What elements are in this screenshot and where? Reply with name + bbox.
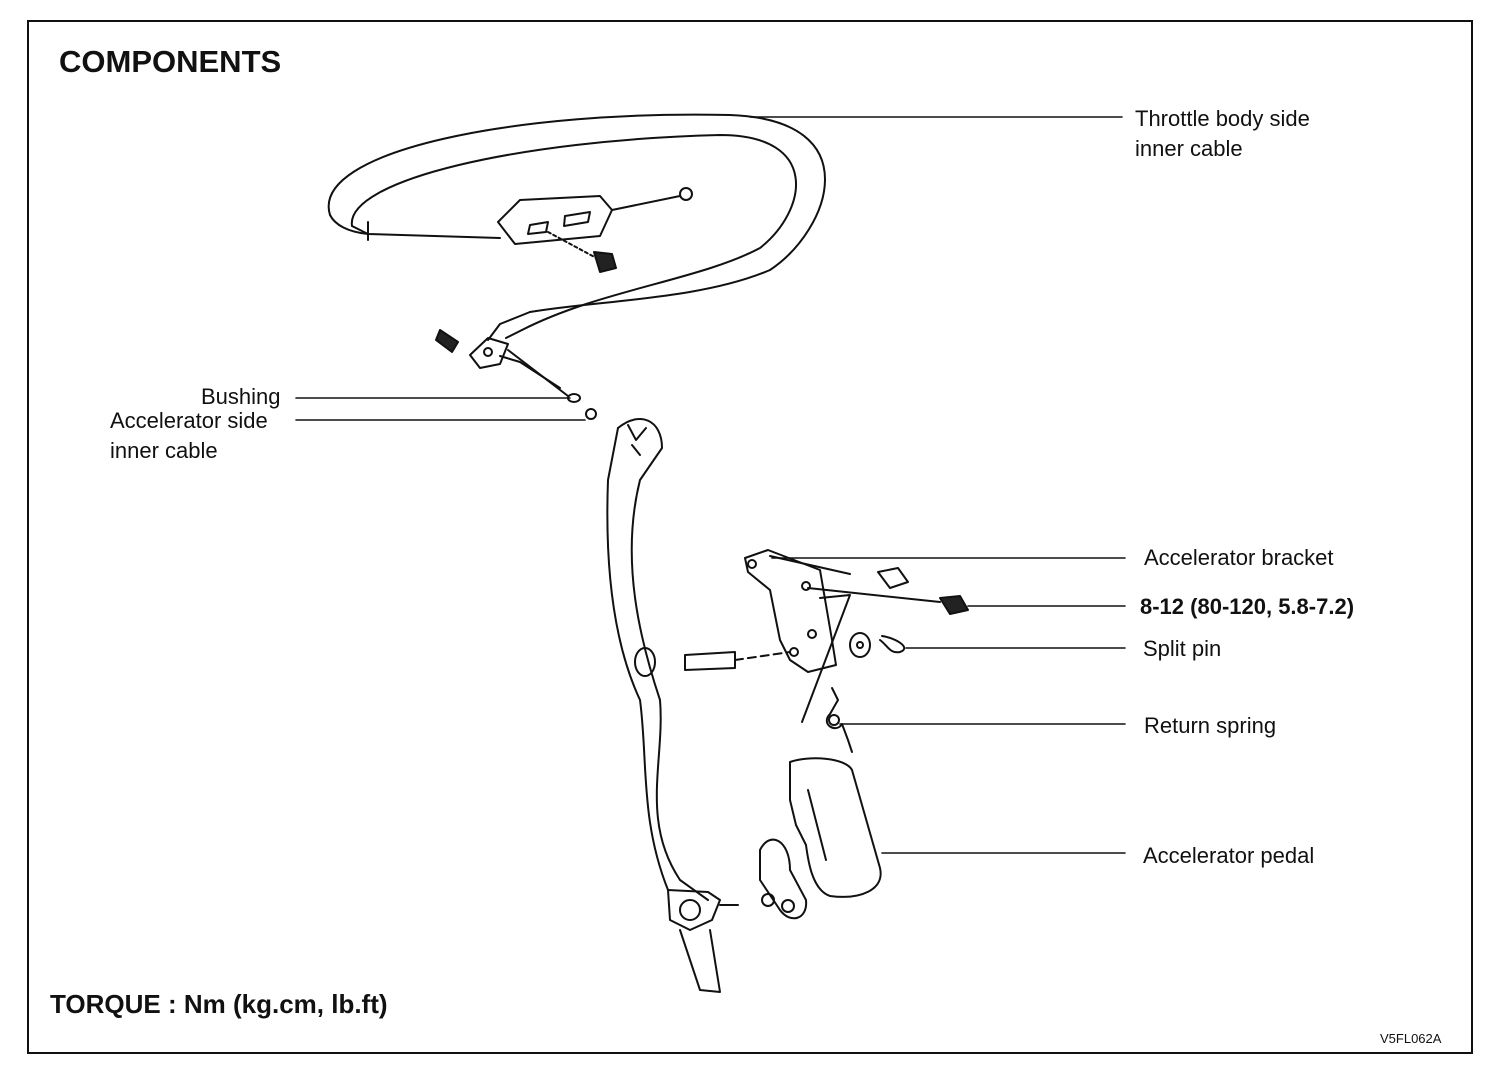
diagram-frame (27, 20, 1473, 1054)
pedal-clip (759, 838, 808, 920)
bracket-hardware (849, 567, 969, 658)
leader-lines (295, 116, 1126, 854)
cable-clamp (497, 187, 693, 273)
label-throttle-body-side-inner-cable-2: inner cable (1135, 136, 1243, 161)
return-spring-part (825, 687, 853, 753)
pedal-arm (606, 417, 739, 993)
figure-code: V5FL062A (1380, 1031, 1442, 1046)
label-accelerator-pedal: Accelerator pedal (1143, 843, 1315, 868)
cable-end-fitting (435, 329, 597, 420)
label-accelerator-bracket: Accelerator bracket (1144, 545, 1334, 570)
accelerator-pedal-pad (789, 757, 882, 898)
accelerator-bracket (744, 549, 941, 723)
label-return-spring: Return spring (1144, 713, 1277, 738)
pivot-shaft (684, 651, 791, 671)
page-title: COMPONENTS (59, 44, 282, 79)
label-torque-spec: 8-12 (80-120, 5.8-7.2) (1140, 594, 1355, 619)
label-bushing: Bushing (201, 384, 281, 409)
label-accelerator-side-inner-cable-2: inner cable (110, 438, 218, 463)
torque-units-note: TORQUE : Nm (kg.cm, lb.ft) (50, 989, 388, 1019)
label-accelerator-side-inner-cable-1: Accelerator side (110, 408, 268, 433)
label-throttle-body-side-inner-cable-1: Throttle body side (1135, 106, 1310, 131)
throttle-cable-housing (327, 113, 826, 341)
label-split-pin: Split pin (1143, 636, 1222, 661)
